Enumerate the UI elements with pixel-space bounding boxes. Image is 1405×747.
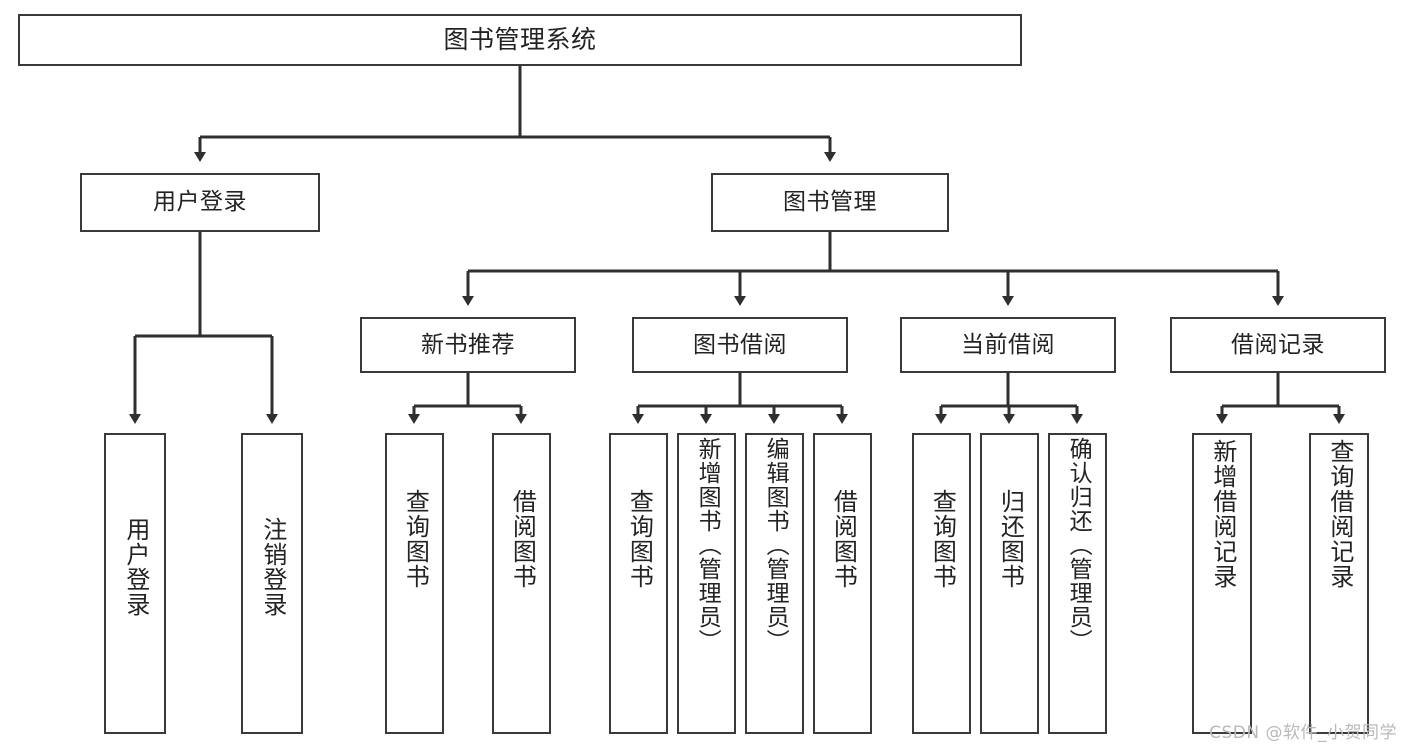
node-label: 图书借阅	[693, 331, 787, 358]
leaf-book-borrow-query[interactable]: 查询图书	[609, 433, 668, 734]
leaf-current-borrow-query[interactable]: 查询图书	[912, 433, 971, 734]
node-label: 当前借阅	[961, 331, 1055, 358]
node-label: 借阅图书	[508, 489, 537, 589]
node-label: 查询图书	[928, 489, 957, 589]
node-label: 借阅图书	[829, 489, 858, 589]
leaf-book-borrow-borrow[interactable]: 借阅图书	[813, 433, 872, 734]
node-book-borrow[interactable]: 图书借阅	[632, 317, 848, 373]
leaf-current-borrow-confirm-return[interactable]: 确认归还（管理员）	[1048, 433, 1107, 734]
leaf-borrow-record-add[interactable]: 新增借阅记录	[1192, 433, 1252, 734]
node-label: 用户登录	[153, 189, 247, 216]
node-user-login[interactable]: 用户登录	[80, 173, 320, 232]
node-label: 新增借阅记录	[1208, 439, 1237, 589]
leaf-new-book-borrow[interactable]: 借阅图书	[492, 433, 551, 734]
node-label: 新增图书（管理员）	[694, 437, 721, 653]
node-root-system[interactable]: 图书管理系统	[18, 14, 1022, 66]
node-label: 用户登录	[121, 517, 150, 617]
node-label: 注销登录	[258, 517, 287, 617]
leaf-user-login-login[interactable]: 用户登录	[104, 433, 166, 734]
node-new-book-recommend[interactable]: 新书推荐	[360, 317, 576, 373]
node-label: 查询图书	[625, 489, 654, 589]
node-label: 借阅记录	[1231, 331, 1325, 358]
node-label: 查询借阅记录	[1325, 439, 1354, 589]
node-current-borrow[interactable]: 当前借阅	[900, 317, 1116, 373]
node-label: 图书管理系统	[443, 24, 597, 54]
leaf-current-borrow-return[interactable]: 归还图书	[980, 433, 1039, 734]
leaf-book-borrow-add[interactable]: 新增图书（管理员）	[677, 433, 736, 734]
node-book-manage[interactable]: 图书管理	[711, 173, 949, 232]
node-label: 新书推荐	[421, 331, 515, 358]
node-label: 归还图书	[996, 489, 1025, 589]
node-label: 图书管理	[783, 189, 877, 216]
leaf-borrow-record-query[interactable]: 查询借阅记录	[1309, 433, 1369, 734]
leaf-book-borrow-edit[interactable]: 编辑图书（管理员）	[745, 433, 804, 734]
node-label: 编辑图书（管理员）	[762, 437, 789, 653]
leaf-user-login-logout[interactable]: 注销登录	[241, 433, 303, 734]
leaf-new-book-query[interactable]: 查询图书	[385, 433, 444, 734]
node-label: 确认归还（管理员）	[1065, 437, 1092, 653]
node-label: 查询图书	[401, 489, 430, 589]
watermark: CSDN @软件_小贺同学	[1209, 723, 1397, 743]
node-borrow-record[interactable]: 借阅记录	[1170, 317, 1386, 373]
